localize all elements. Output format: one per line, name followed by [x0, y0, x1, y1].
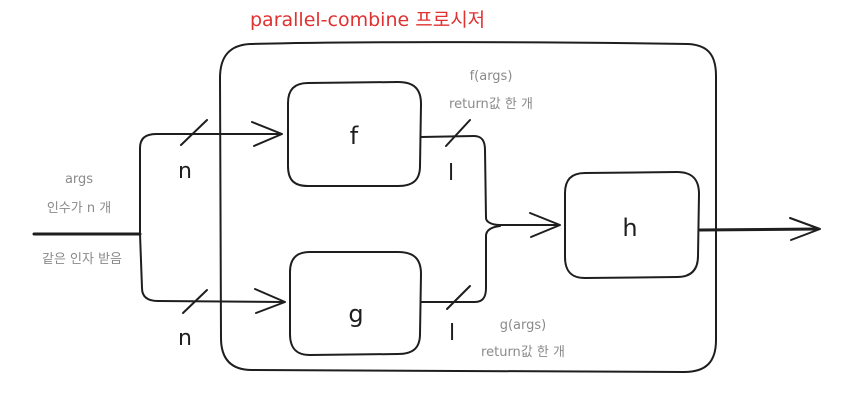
- function-box-h: [564, 171, 700, 279]
- diagram-title: parallel-combine 프로시저: [250, 9, 485, 31]
- tick-label-g-input: n: [178, 326, 192, 351]
- box-g-label: g: [348, 300, 363, 328]
- tick-mark-g-output: [446, 285, 471, 310]
- input-args-label: args: [65, 172, 93, 187]
- input-count-label: 인수가 n 개: [47, 201, 111, 216]
- arrowhead-to-g: [254, 288, 286, 314]
- function-box-g: [289, 251, 422, 356]
- split-bottom-branch: [139, 233, 283, 303]
- tick-mark-f-output: [445, 119, 471, 147]
- final-output-arrowhead: [789, 217, 821, 241]
- final-output-line: [698, 227, 820, 232]
- f-output-line: [420, 135, 559, 226]
- g-call-note: g(args): [500, 318, 547, 333]
- g-return-note: return값 한 개: [481, 345, 565, 360]
- f-call-note: f(args): [470, 69, 513, 84]
- box-f-label: f: [350, 122, 359, 150]
- box-h-label: h: [622, 214, 637, 242]
- arrowhead-to-f: [251, 121, 283, 147]
- split-top-branch: [139, 133, 281, 235]
- function-box-f: [287, 81, 422, 187]
- g-output-line: [420, 225, 501, 303]
- tick-label-f-output: l: [448, 161, 454, 186]
- input-same-args-label: 같은 인자 받음: [42, 252, 122, 267]
- tick-mark-f-input: [180, 119, 208, 146]
- arrowhead-to-h: [529, 212, 561, 238]
- f-return-note: return값 한 개: [449, 97, 533, 112]
- tick-label-g-output: l: [449, 321, 455, 346]
- tick-mark-g-input: [182, 289, 208, 314]
- tick-label-f-input: n: [178, 159, 192, 184]
- procedure-container: [219, 41, 717, 373]
